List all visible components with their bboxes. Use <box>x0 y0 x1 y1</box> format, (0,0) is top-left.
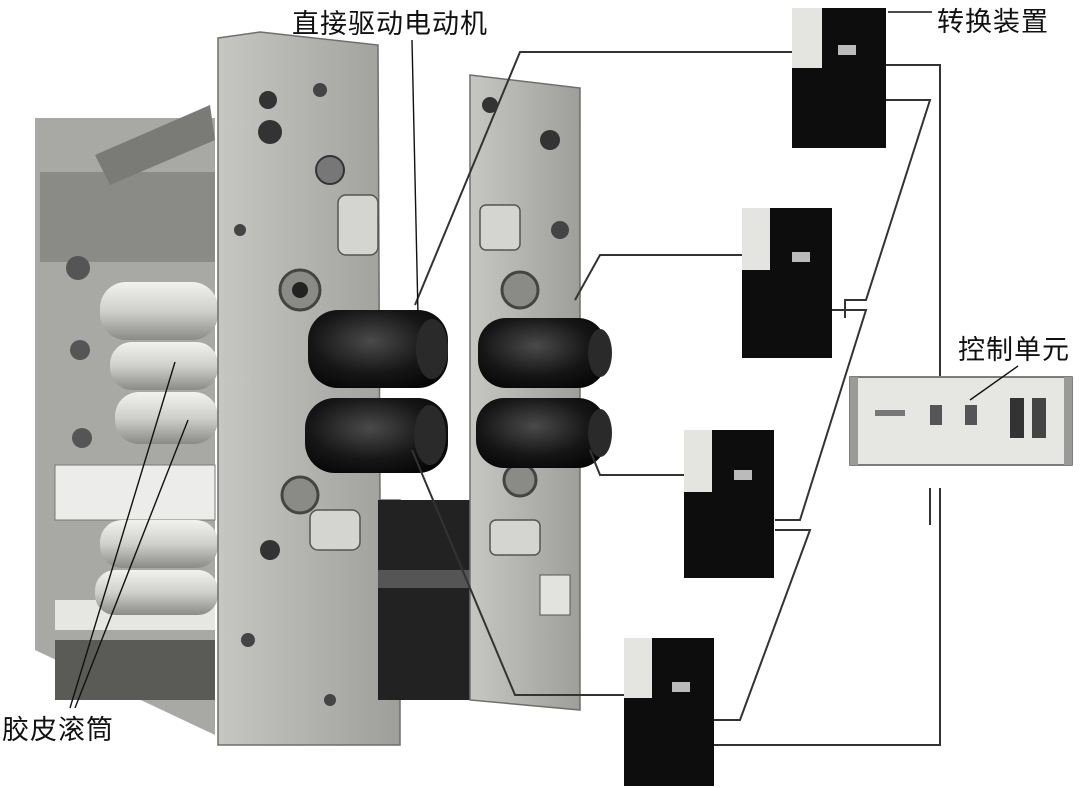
converter-1 <box>792 8 886 148</box>
label-rubber-rollers: 胶皮滚筒 <box>2 715 114 746</box>
roller-3 <box>115 392 218 444</box>
label-converter: 转换装置 <box>937 7 1049 38</box>
roller-4 <box>100 520 218 568</box>
label-control-unit: 控制单元 <box>958 335 1070 366</box>
leader-lines <box>69 11 1019 709</box>
front-frame-plate <box>217 31 401 746</box>
roller-1 <box>100 282 218 340</box>
motor-top-left <box>308 310 448 388</box>
control-unit <box>849 376 1073 466</box>
converter-2 <box>742 208 832 358</box>
rear-frame-plate <box>469 74 581 711</box>
wiring <box>411 51 941 746</box>
rubber-rollers <box>66 256 218 615</box>
press-cavity <box>378 500 470 700</box>
motor-bottom-left <box>305 398 448 473</box>
roller-5 <box>95 570 218 615</box>
converter-units <box>624 8 886 786</box>
converter-4 <box>624 638 714 786</box>
roller-2 <box>110 342 218 390</box>
label-direct-drive-motor: 直接驱动电动机 <box>292 9 488 40</box>
motor-bottom-right <box>476 398 606 468</box>
motor-top-right <box>478 318 606 388</box>
drive-motors <box>305 310 612 473</box>
converter-3 <box>684 430 774 578</box>
